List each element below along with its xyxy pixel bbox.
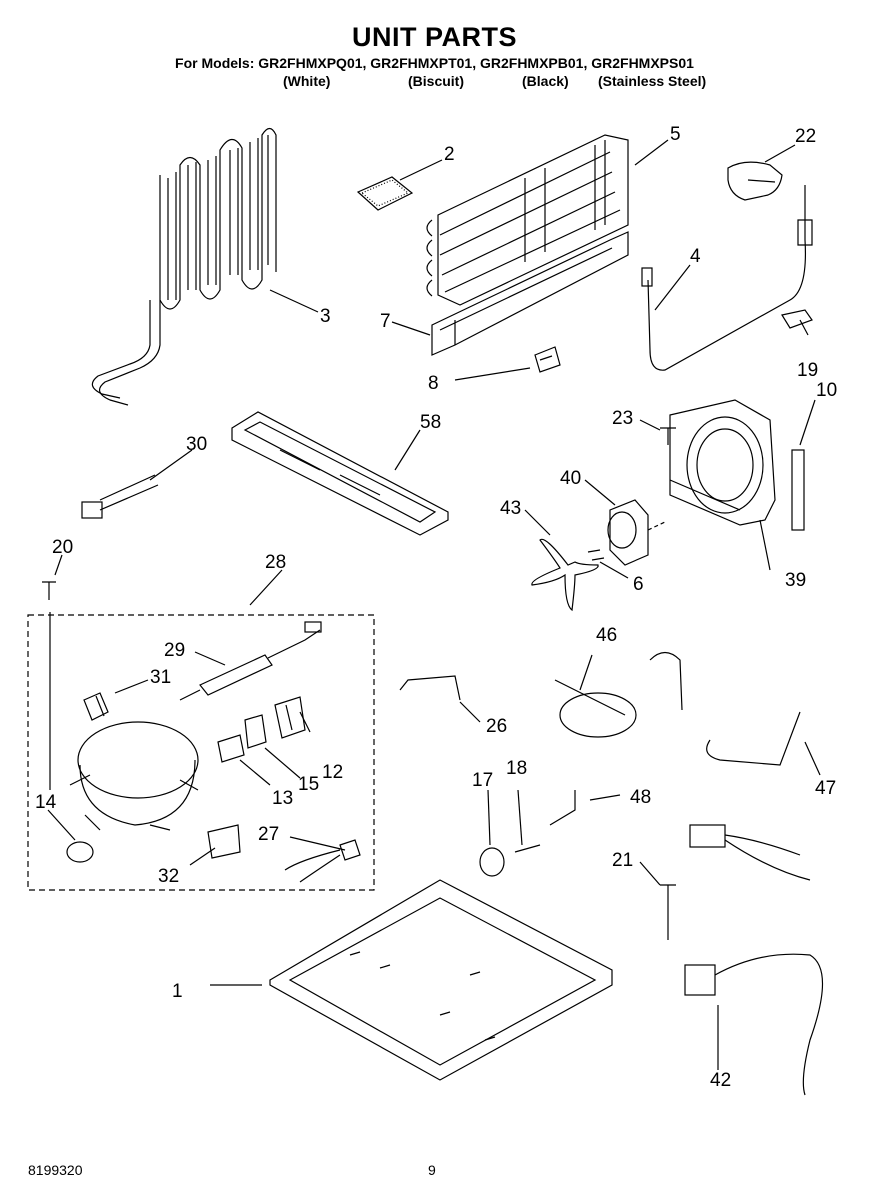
grommet xyxy=(66,841,94,863)
fan-shroud xyxy=(669,399,776,526)
leader-lines xyxy=(47,139,821,1070)
callout-26: 26 xyxy=(486,716,507,737)
finish-biscuit: (Biscuit) xyxy=(408,73,464,89)
compressor-kit-boundary xyxy=(27,614,375,891)
base-frame xyxy=(269,879,613,1081)
callout-39: 39 xyxy=(785,570,806,591)
axle xyxy=(514,844,541,853)
tube xyxy=(706,711,801,766)
fan-nut xyxy=(587,549,605,561)
callout-3: 3 xyxy=(320,306,331,327)
callout-18: 18 xyxy=(506,758,527,779)
capacitor xyxy=(207,824,241,859)
filter-drier xyxy=(179,621,322,701)
callout-31: 31 xyxy=(150,667,171,688)
callout-21: 21 xyxy=(612,850,633,871)
filter-pad xyxy=(356,176,414,211)
callout-6: 6 xyxy=(633,574,644,595)
page-number: 9 xyxy=(428,1162,436,1178)
callout-13: 13 xyxy=(272,788,293,809)
callout-47: 47 xyxy=(815,778,836,799)
callout-28: 28 xyxy=(265,552,286,573)
screw-23 xyxy=(660,427,676,445)
finish-stainless: (Stainless Steel) xyxy=(598,73,707,89)
callout-20: 20 xyxy=(52,537,73,558)
main-harness xyxy=(684,824,824,1096)
evaporator xyxy=(426,134,629,306)
start-device xyxy=(244,714,267,749)
callout-27: 27 xyxy=(258,824,279,845)
callout-12: 12 xyxy=(322,762,343,783)
callout-40: 40 xyxy=(560,468,581,489)
bracket-wire xyxy=(399,675,461,701)
finish-black: (Black) xyxy=(522,73,569,89)
callout-29: 29 xyxy=(164,640,185,661)
model-list: For Models: GR2FHMXPQ01, GR2FHMXPT01, GR… xyxy=(175,55,694,71)
relay xyxy=(83,692,109,721)
callout-4: 4 xyxy=(690,246,701,267)
fan-blade xyxy=(531,538,599,612)
drain-trough xyxy=(431,231,629,356)
drain-pan xyxy=(231,411,449,536)
callout-48: 48 xyxy=(630,787,651,808)
callout-30: 30 xyxy=(186,434,207,455)
tube-48 xyxy=(549,790,576,826)
fan-motor xyxy=(607,499,666,566)
callout-15: 15 xyxy=(298,774,319,795)
callout-42: 42 xyxy=(710,1070,731,1091)
callout-32: 32 xyxy=(158,866,179,887)
clip xyxy=(534,346,561,373)
screw-20 xyxy=(42,581,56,600)
doc-number: 8199320 xyxy=(28,1162,83,1178)
relay-cover xyxy=(274,696,306,739)
cap xyxy=(727,161,783,201)
callout-22: 22 xyxy=(795,126,816,147)
screw-21 xyxy=(660,884,676,940)
callout-23: 23 xyxy=(612,408,633,429)
callout-14: 14 xyxy=(35,792,57,813)
callout-8: 8 xyxy=(428,373,439,394)
callout-17: 17 xyxy=(472,770,493,791)
page-title: UNIT PARTS xyxy=(352,22,517,52)
callout-19: 19 xyxy=(797,360,818,381)
compressor-harness xyxy=(284,839,361,883)
callout-7: 7 xyxy=(380,311,391,332)
callout-numbers: 1 2 3 4 5 6 7 8 10 12 13 14 15 17 18 19 … xyxy=(35,124,837,1091)
strip xyxy=(791,449,805,531)
callout-1: 1 xyxy=(172,981,183,1002)
callout-43: 43 xyxy=(500,498,521,519)
wheel xyxy=(479,847,505,877)
thermistor-wire xyxy=(641,185,813,371)
finish-white: (White) xyxy=(283,73,331,89)
callout-46: 46 xyxy=(596,625,617,646)
overload xyxy=(217,734,245,763)
condenser-coil xyxy=(91,127,277,406)
callout-10: 10 xyxy=(816,380,837,401)
callout-2: 2 xyxy=(444,144,455,165)
compressor xyxy=(69,721,199,831)
callout-58: 58 xyxy=(420,412,441,433)
tubing xyxy=(554,651,683,738)
wire-lead xyxy=(81,474,159,519)
callout-5: 5 xyxy=(670,124,681,145)
